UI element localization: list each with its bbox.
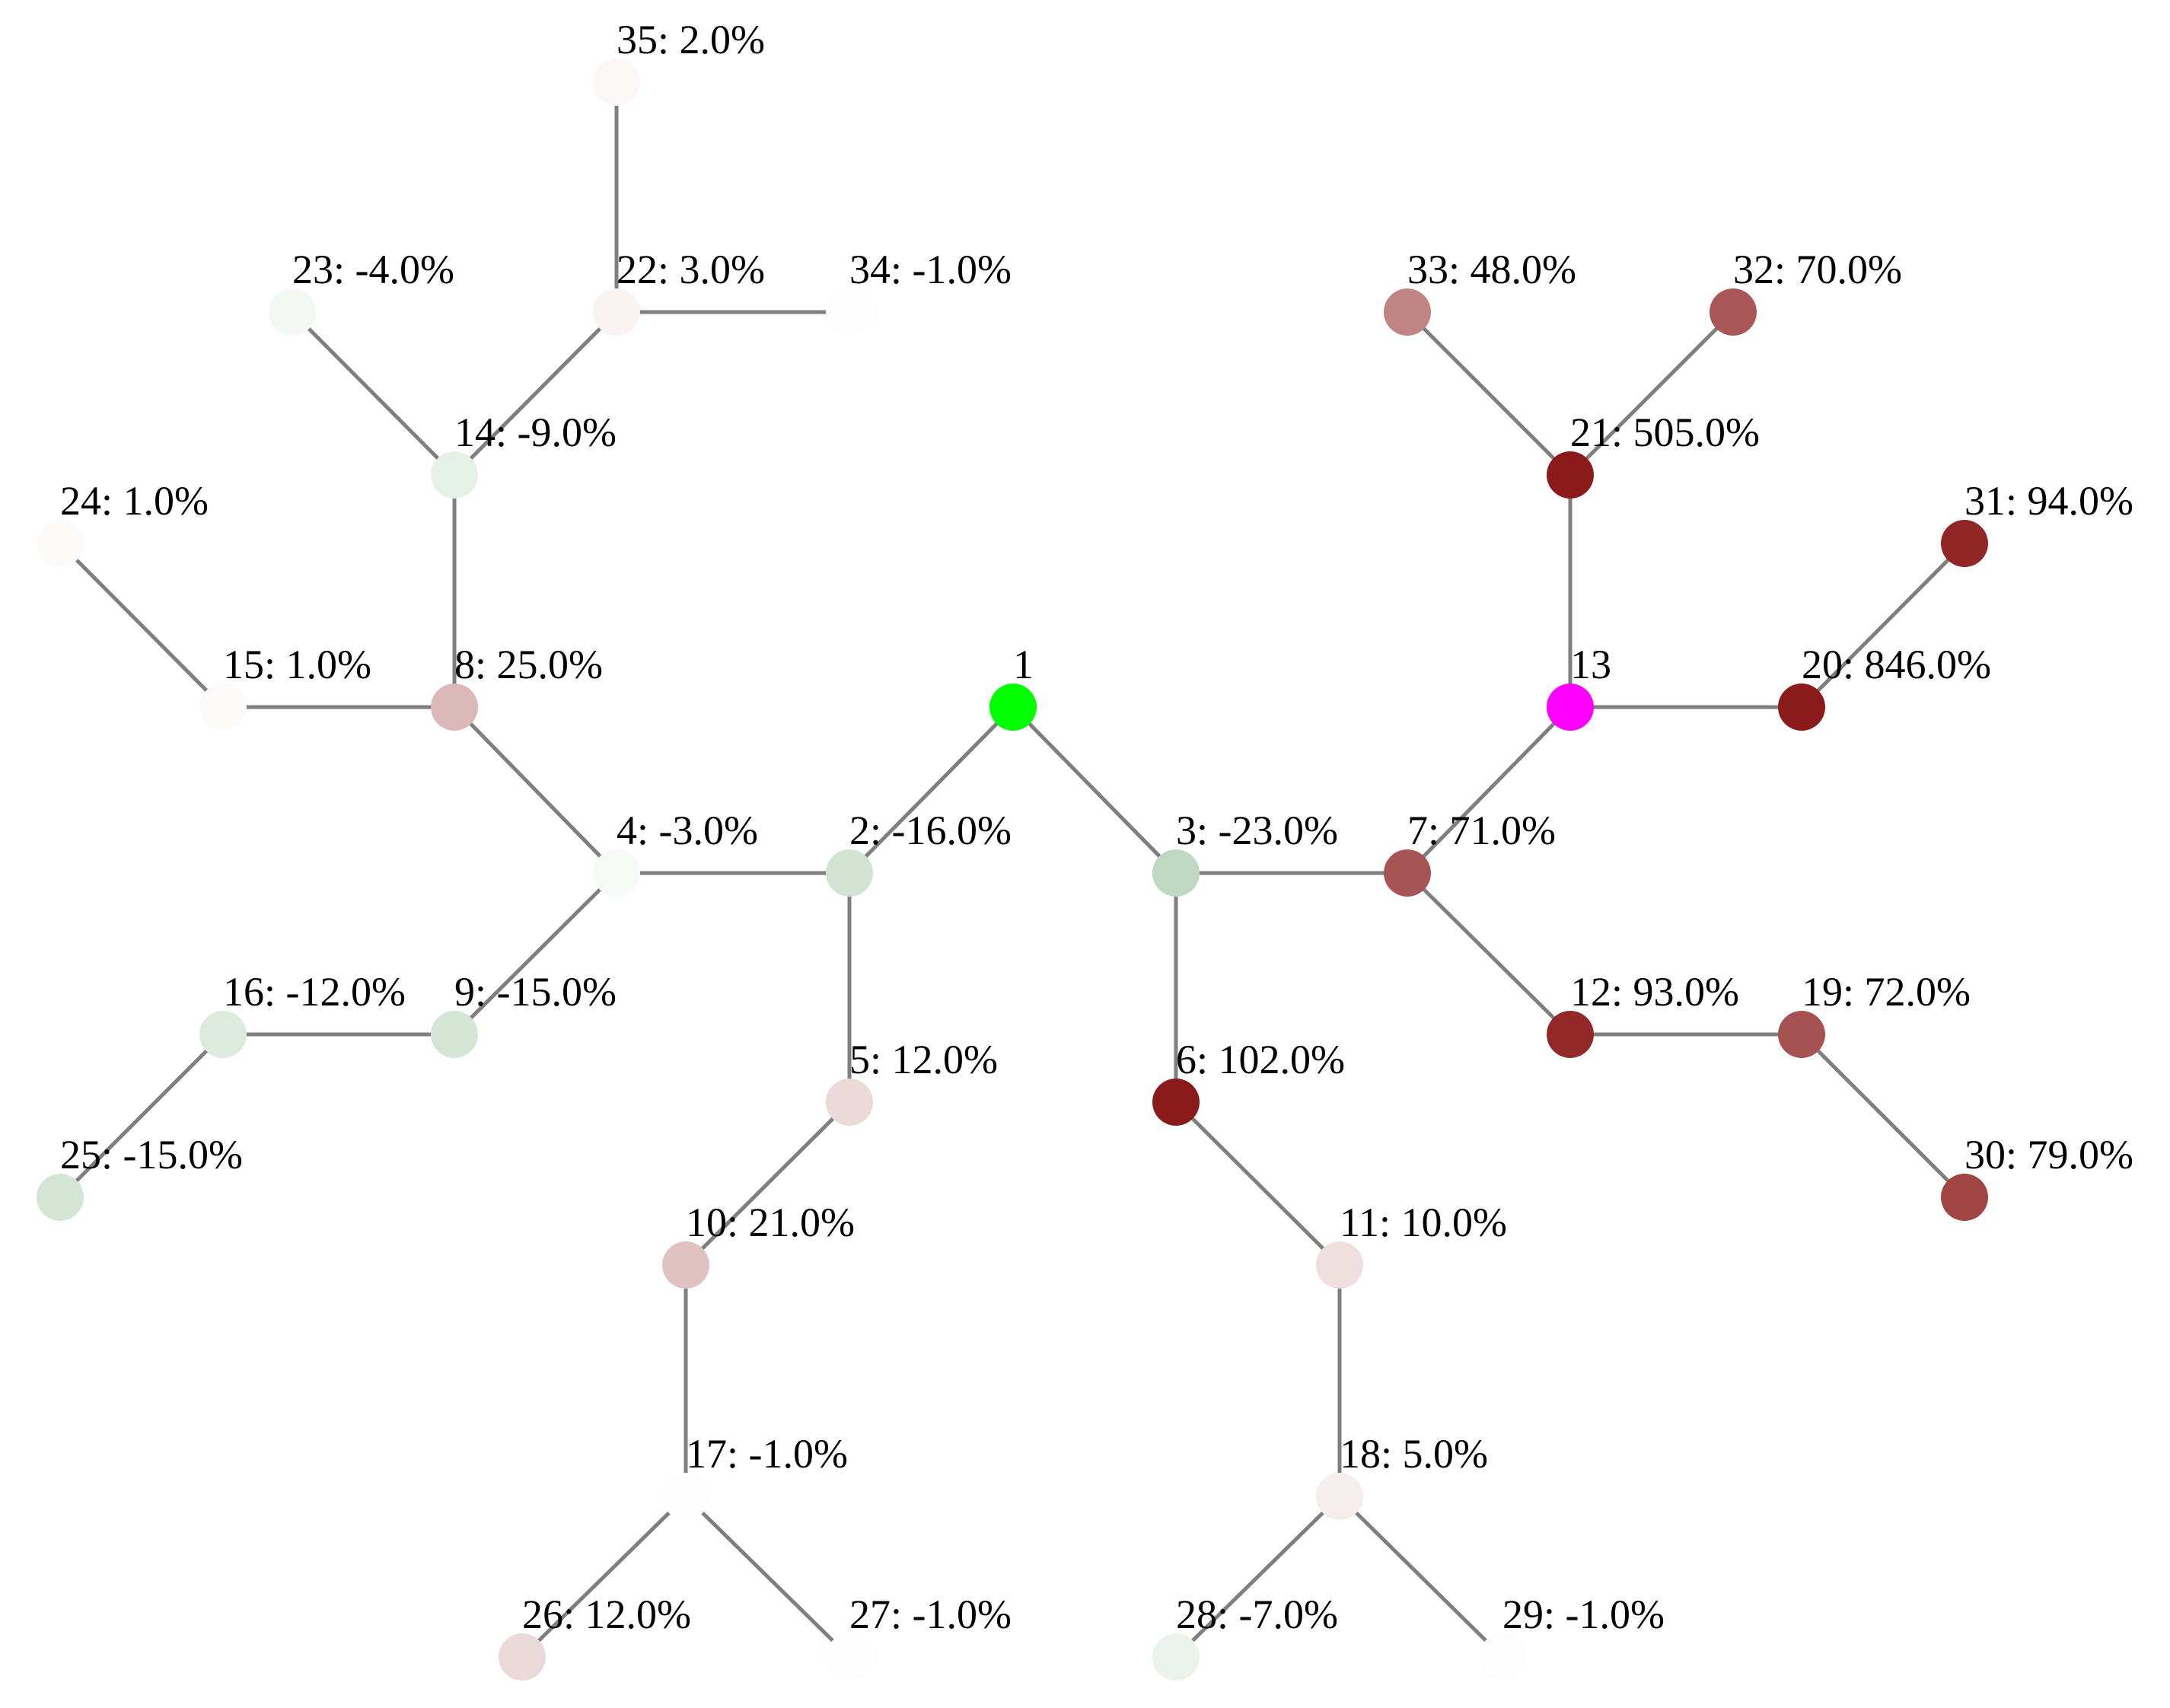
node-label-10: 10: 21.0% (686, 1200, 855, 1245)
node-label-21: 21: 505.0% (1570, 409, 1760, 455)
node-27 (826, 1633, 873, 1681)
node-12 (1547, 1011, 1594, 1058)
node-label-19: 19: 72.0% (1802, 969, 1971, 1015)
node-label-35: 35: 2.0% (617, 17, 765, 62)
node-label-2: 2: -16.0% (849, 808, 1012, 853)
node-label-15: 15: 1.0% (223, 642, 371, 687)
node-label-24: 24: 1.0% (60, 478, 209, 524)
node-30 (1941, 1174, 1988, 1221)
node-label-8: 8: 25.0% (454, 642, 603, 687)
node-label-14: 14: -9.0% (454, 409, 617, 455)
node-label-28: 28: -7.0% (1176, 1592, 1338, 1637)
node-label-25: 25: -15.0% (60, 1132, 243, 1177)
node-35 (593, 59, 640, 106)
node-28 (1152, 1633, 1200, 1681)
node-13 (1547, 684, 1594, 731)
edge-4-9 (453, 872, 618, 1036)
node-29 (1479, 1633, 1526, 1681)
node-label-31: 31: 94.0% (1964, 478, 2133, 524)
edge-7-13 (1406, 706, 1572, 875)
edge-19-30 (1800, 1033, 1966, 1199)
node-22 (593, 288, 640, 336)
edge-1-2 (848, 706, 1015, 875)
node-label-20: 20: 846.0% (1802, 642, 1991, 687)
node-label-32: 32: 70.0% (1733, 247, 1902, 292)
node-2 (826, 849, 873, 897)
node-16 (199, 1011, 247, 1058)
node-label-23: 23: -4.0% (292, 247, 454, 292)
edge-20-31 (1800, 542, 1966, 709)
node-label-11: 11: 10.0% (1340, 1200, 1507, 1245)
node-11 (1316, 1241, 1363, 1289)
edge-18-29 (1338, 1495, 1504, 1659)
node-25 (37, 1174, 84, 1221)
node-label-7: 7: 71.0% (1407, 808, 1556, 853)
node-label-12: 12: 93.0% (1570, 969, 1739, 1015)
node-label-6: 6: 102.0% (1176, 1037, 1345, 1082)
node-18 (1316, 1473, 1363, 1520)
node-label-34: 34: -1.0% (849, 247, 1012, 292)
node-4 (593, 849, 640, 897)
edge-14-23 (291, 311, 456, 476)
edge-6-11 (1174, 1101, 1341, 1267)
edge-16-25 (59, 1033, 225, 1199)
node-32 (1710, 288, 1757, 336)
node-24 (37, 520, 84, 567)
node-label-4: 4: -3.0% (617, 808, 758, 853)
node-9 (431, 1011, 478, 1058)
edge-1-3 (1012, 706, 1177, 875)
node-5 (826, 1079, 873, 1126)
node-label-3: 3: -23.0% (1176, 808, 1338, 853)
node-34 (826, 288, 873, 336)
node-label-27: 27: -1.0% (849, 1592, 1012, 1637)
node-label-16: 16: -12.0% (223, 969, 406, 1015)
edge-4-8 (453, 706, 618, 875)
node-17 (662, 1473, 709, 1520)
node-label-1: 1 (1013, 642, 1034, 687)
node-23 (269, 288, 316, 336)
node-26 (499, 1633, 546, 1681)
node-label-17: 17: -1.0% (686, 1431, 848, 1477)
node-19 (1778, 1011, 1825, 1058)
node-3 (1152, 849, 1200, 897)
node-label-13: 13 (1570, 642, 1611, 687)
edge-14-22 (453, 311, 618, 476)
label-layer: 1 2: -16.0% 3: -23.0% 4: -3.0% 5: 12.0% 6: 10… (60, 17, 2133, 1637)
edge-17-27 (684, 1495, 851, 1659)
node-10 (662, 1241, 709, 1289)
node-label-9: 9: -15.0% (454, 969, 617, 1015)
node-1 (989, 684, 1037, 731)
edge-7-12 (1406, 872, 1572, 1036)
node-label-26: 26: 12.0% (522, 1592, 691, 1637)
node-6 (1152, 1079, 1200, 1126)
edge-21-32 (1569, 311, 1735, 476)
edge-layer (59, 82, 1966, 1659)
edge-18-28 (1174, 1495, 1341, 1659)
node-15 (199, 684, 247, 731)
node-layer (37, 59, 1988, 1681)
node-label-30: 30: 79.0% (1964, 1132, 2133, 1177)
node-31 (1941, 520, 1988, 567)
node-14 (431, 451, 478, 499)
node-20 (1778, 684, 1825, 731)
node-21 (1547, 451, 1594, 499)
node-7 (1384, 849, 1431, 897)
node-8 (431, 684, 478, 731)
node-label-18: 18: 5.0% (1340, 1431, 1488, 1477)
node-label-22: 22: 3.0% (617, 247, 765, 292)
edge-15-24 (59, 542, 225, 709)
node-label-29: 29: -1.0% (1502, 1592, 1665, 1637)
edge-17-26 (521, 1495, 687, 1659)
node-label-33: 33: 48.0% (1407, 247, 1576, 292)
edge-5-10 (684, 1101, 851, 1267)
node-label-5: 5: 12.0% (849, 1037, 998, 1082)
node-33 (1384, 288, 1431, 336)
edge-21-33 (1406, 311, 1572, 476)
